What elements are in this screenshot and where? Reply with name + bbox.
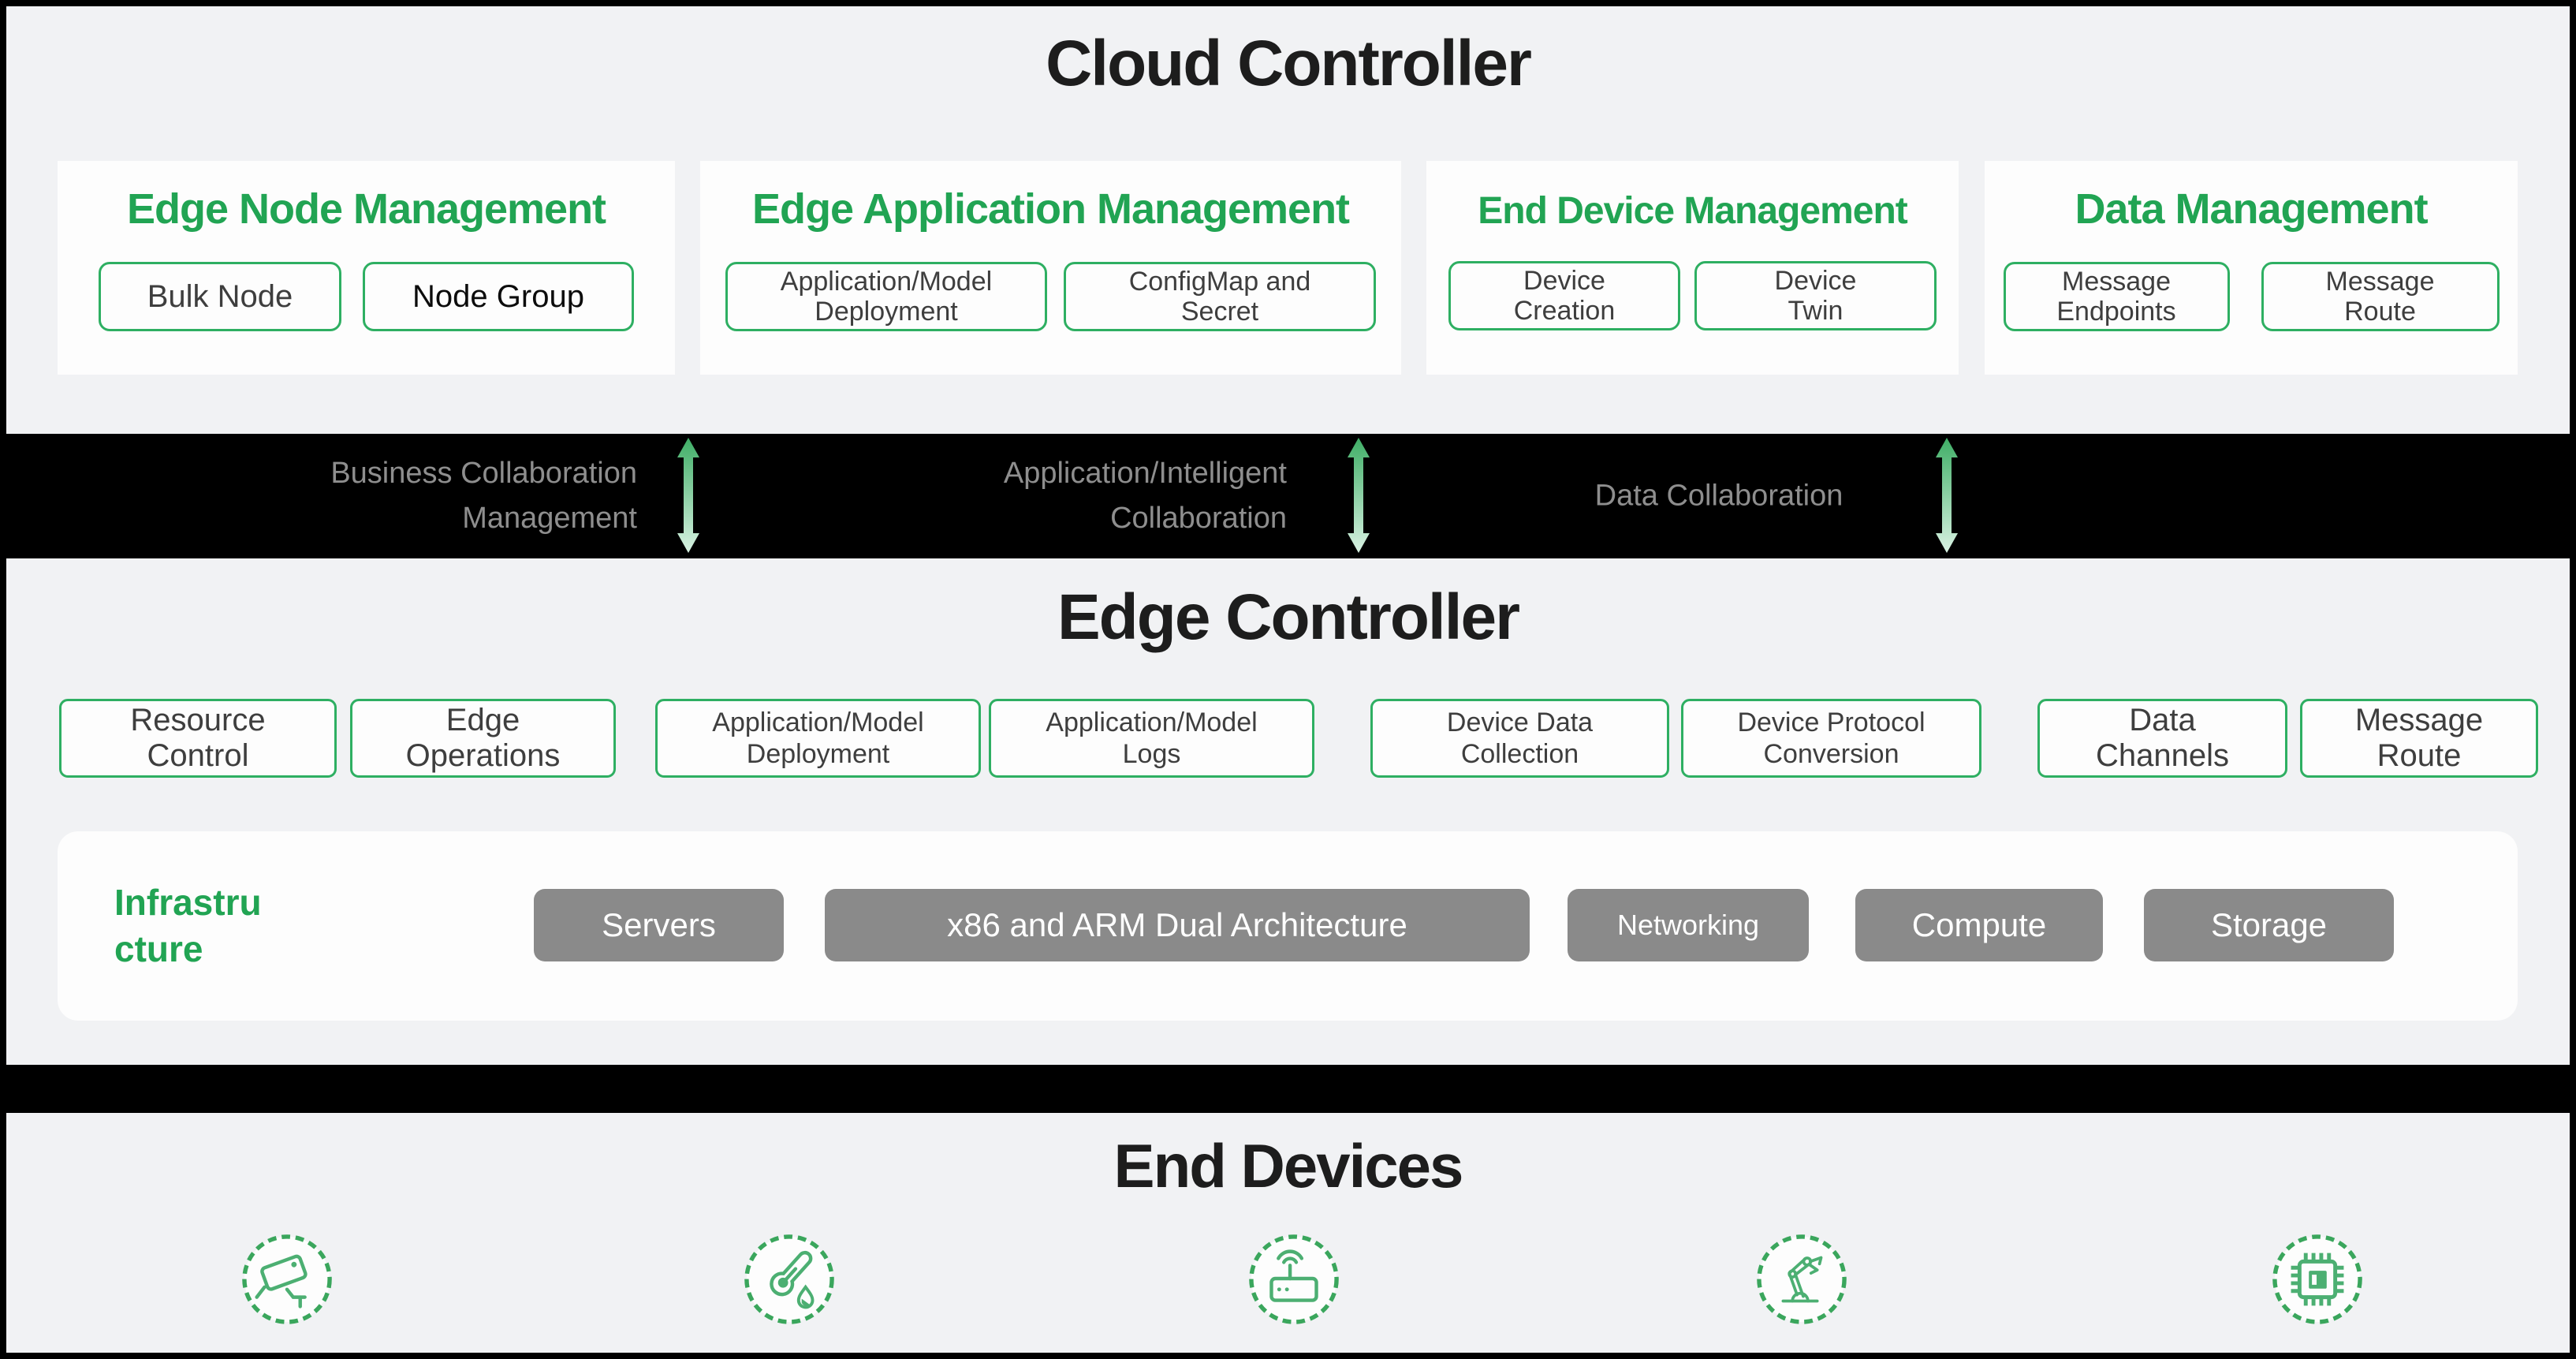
chip-device-twin: Device Twin (1694, 261, 1937, 330)
edge-controller-section: Edge Controller Resource Control Edge Op… (6, 558, 2570, 1065)
box-resource-control: Resource Control (59, 699, 337, 778)
robot-arm-icon (1755, 1233, 1848, 1326)
box-message-route: Message Route (2300, 699, 2538, 778)
box-data-channels: Data Channels (2037, 699, 2287, 778)
double-arrow-icon (1344, 436, 1373, 554)
infra-chip-label: Networking (1616, 909, 1760, 941)
double-arrow-icon (674, 436, 703, 554)
chip-label: Message Route (2325, 266, 2435, 327)
chip-label: Device Creation (1513, 265, 1616, 326)
chip-node-group: Node Group (363, 262, 634, 331)
card-data-management: Data Management Message Endpoints Messag… (1985, 161, 2518, 375)
box-label: Message Route (2354, 703, 2484, 773)
double-arrow-icon (1933, 436, 1961, 554)
chip-application-model-deployment: Application/Model Deployment (725, 262, 1047, 331)
card-title: Edge Application Management (751, 185, 1350, 233)
infra-chip-compute: Compute (1855, 889, 2103, 961)
chip-label: Node Group (412, 278, 584, 314)
end-devices-section: End Devices (6, 1113, 2570, 1353)
cloud-controller-section: Cloud Controller Edge Node Management Bu… (6, 6, 2570, 434)
chip-row: Bulk Node Node Group (99, 262, 634, 331)
infra-chip-label: Compute (1911, 906, 2047, 943)
box-edge-operations: Edge Operations (350, 699, 616, 778)
label-business-collaboration-management: Business Collaboration Management (330, 457, 637, 535)
infra-chip-servers: Servers (534, 889, 784, 961)
infra-chip-networking: Networking (1568, 889, 1809, 961)
infra-chip-label: Servers (602, 906, 716, 943)
infrastructure-card: Infrastructure Servers x86 and ARM Dual … (58, 831, 2518, 1021)
chip-label: Bulk Node (147, 278, 293, 314)
infrastructure-title: Infrastructure (114, 882, 262, 969)
card-edge-node-management: Edge Node Management Bulk Node Node Grou… (58, 161, 675, 375)
microchip-icon (2271, 1233, 2364, 1326)
box-application-model-logs: Application/Model Logs (989, 699, 1314, 778)
label-data-collaboration: Data Collaboration (1594, 479, 1843, 513)
box-application-model-deployment: Application/Model Deployment (655, 699, 981, 778)
box-label: Device Data Collection (1446, 707, 1594, 769)
chip-label: Application/Model Deployment (780, 266, 993, 327)
box-device-protocol-conversion: Device Protocol Conversion (1681, 699, 1981, 778)
wireless-router-icon (1247, 1233, 1340, 1326)
box-label: Resource Control (130, 703, 266, 773)
thermometer-icon (743, 1233, 836, 1326)
cloud-controller-title: Cloud Controller (1046, 28, 1532, 99)
box-label: Device Protocol Conversion (1737, 707, 1925, 769)
chip-row: Device Creation Device Twin (1448, 261, 1937, 330)
infra-chip-x86-arm: x86 and ARM Dual Architecture (825, 889, 1530, 961)
box-device-data-collection: Device Data Collection (1370, 699, 1669, 778)
chip-message-endpoints: Message Endpoints (2003, 262, 2230, 331)
card-edge-application-management: Edge Application Management Application/… (700, 161, 1401, 375)
chip-label: Device Twin (1774, 265, 1857, 326)
card-title: Edge Node Management (126, 185, 606, 233)
card-title: End Device Management (1478, 190, 1907, 232)
box-label: Edge Operations (405, 703, 561, 773)
chip-label: ConfigMap and Secret (1128, 266, 1311, 327)
chip-label: Message Endpoints (2056, 266, 2176, 327)
chip-bulk-node: Bulk Node (99, 262, 341, 331)
chip-device-creation: Device Creation (1448, 261, 1680, 330)
diagram-canvas: Cloud Controller Edge Node Management Bu… (6, 6, 2570, 1353)
chip-configmap-and-secret: ConfigMap and Secret (1064, 262, 1376, 331)
infra-chip-label: x86 and ARM Dual Architecture (947, 906, 1407, 943)
box-label: Application/Model Logs (1046, 707, 1258, 769)
label-application-intelligent-collaboration: Application/Intelligent Collaboration (1003, 457, 1287, 535)
end-devices-title: End Devices (1113, 1131, 1464, 1200)
infra-chip-storage: Storage (2144, 889, 2394, 961)
collaboration-band: Business Collaboration Management Applic… (6, 434, 2570, 558)
divider-bar (6, 1065, 2570, 1113)
edge-controller-title: Edge Controller (1057, 581, 1520, 653)
card-title: Data Management (2075, 185, 2428, 233)
card-end-device-management: End Device Management Device Creation De… (1426, 161, 1959, 375)
box-label: Data Channels (2095, 703, 2229, 773)
box-label: Application/Model Deployment (712, 707, 924, 769)
cctv-camera-icon (240, 1233, 334, 1326)
chip-row: Message Endpoints Message Route (2003, 262, 2500, 331)
chip-message-route: Message Route (2261, 262, 2500, 331)
infra-chip-label: Storage (2210, 906, 2328, 943)
chip-row: Application/Model Deployment ConfigMap a… (725, 262, 1376, 331)
